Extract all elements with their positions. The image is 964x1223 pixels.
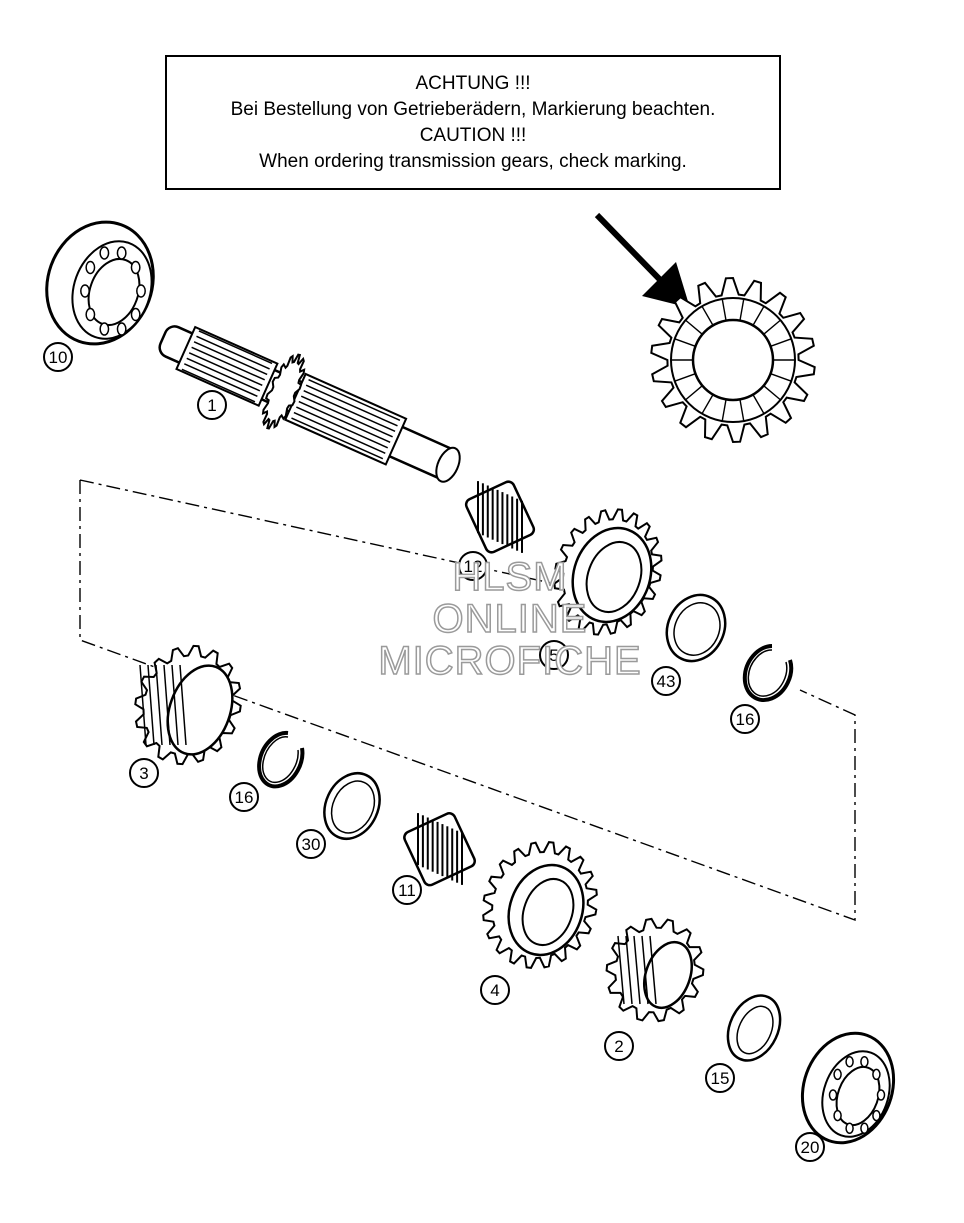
callout-3[interactable]: 3 [129,758,159,788]
caution-heading-de: ACHTUNG !!! [415,73,531,94]
watermark-line-1: HLSM [452,555,568,599]
svg-text:4: 4 [490,981,499,1000]
detail-gear [650,276,816,444]
callout-5[interactable]: 5 [539,640,569,670]
callout-1[interactable]: 1 [197,390,227,420]
needle-bearing-12 [464,480,536,554]
gear-4 [482,841,598,969]
needle-bearing-11 [403,812,477,887]
callout-30[interactable]: 30 [296,829,326,859]
gear-3 [134,644,242,766]
svg-text:2: 2 [614,1037,623,1056]
svg-text:20: 20 [801,1138,820,1157]
callout-15[interactable]: 15 [705,1063,735,1093]
watermark-line-2: ONLINE [432,597,588,641]
caution-text-en: When ordering transmission gears, check … [259,151,687,172]
caution-heading-en: CAUTION !!! [419,125,527,146]
washer-30 [323,772,381,840]
main-shaft [158,325,461,483]
snap-ring-16-left [257,730,305,789]
snap-ring-16-right [742,644,794,702]
svg-text:3: 3 [139,764,148,783]
gear-2 [605,917,705,1023]
callout-4[interactable]: 4 [480,975,510,1005]
svg-text:1: 1 [207,396,216,415]
callout-43[interactable]: 43 [651,666,681,696]
callout-16-right[interactable]: 16 [730,704,760,734]
callout-12[interactable]: 12 [458,551,488,581]
callout-2[interactable]: 2 [604,1031,634,1061]
svg-text:16: 16 [235,788,254,807]
svg-text:10: 10 [49,348,68,367]
svg-text:5: 5 [549,646,558,665]
svg-text:15: 15 [711,1069,730,1088]
caution-notice: ACHTUNG !!! Bei Bestellung von Getrieber… [165,55,781,190]
caution-text-de: Bei Bestellung von Getrieberädern, Marki… [230,99,716,120]
watermark: HLSM ONLINE MICROFICHE [330,555,690,683]
callout-20[interactable]: 20 [795,1132,825,1162]
svg-text:30: 30 [302,835,321,854]
marking-arrowhead [642,262,690,308]
svg-text:12: 12 [464,557,483,576]
bearing-20 [800,1031,896,1145]
bearing-10 [45,220,155,346]
gear-5 [553,508,663,636]
svg-text:11: 11 [398,881,416,900]
callout-11[interactable]: 11 [392,875,422,905]
callout-10[interactable]: 10 [43,342,73,372]
svg-text:43: 43 [657,672,676,691]
washer-15 [726,994,782,1062]
svg-text:16: 16 [736,710,755,729]
callout-16-left[interactable]: 16 [229,782,259,812]
watermark-line-3: MICROFICHE [378,639,642,683]
washer-43 [665,593,727,663]
